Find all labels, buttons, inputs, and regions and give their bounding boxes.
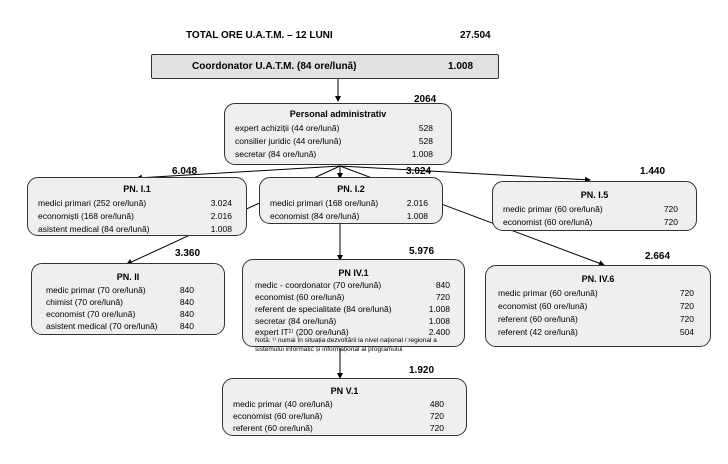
pn-i5-row-label: medic primar (60 ore/lună) (503, 204, 603, 214)
pn-ii-row-label: asistent medical (70 ore/lună) (46, 321, 158, 331)
coordinator-label: Coordonator U.A.T.M. (84 ore/lună) (192, 61, 357, 72)
pn-iv6-row-value: 504 (679, 327, 694, 337)
pn-iv6-row-value: 720 (679, 288, 694, 298)
pn-iv1-total: 5.976 (409, 246, 435, 257)
pn-ii-row-value: 840 (179, 309, 194, 319)
pn-iv6-row-label: economist (60 ore/lună) (498, 301, 588, 311)
pn-iv1-row-label: secretar (84 ore/lună) (255, 316, 337, 326)
admin-row-label: secretar (84 ore/lună) (235, 149, 317, 159)
pn-v1-row-label: medic primar (40 ore/lună) (233, 399, 333, 409)
pn-iv6-total: 2.664 (645, 251, 671, 262)
pn-i5-title: PN. I.5 (580, 190, 609, 200)
arrow-admin-to-pn-i1 (136, 165, 341, 181)
admin-row-value: 528 (418, 123, 433, 133)
pn-iv6-row-label: referent (42 ore/lună) (498, 327, 578, 337)
pn-i1-total: 6.048 (172, 166, 198, 177)
pn-ii-total: 3.360 (175, 248, 201, 259)
pn-iv6-row-value: 720 (679, 314, 694, 324)
pn-i1-title: PN. I.1 (123, 184, 151, 194)
pn-i2-row-label: economist (84 ore/lună) (270, 211, 360, 221)
pn-i2-box: PN. I.2 medici primari (168 ore/lună) 2.… (259, 177, 443, 224)
pn-ii-row-value: 840 (179, 321, 194, 331)
pn-v1-row-value: 720 (429, 411, 444, 421)
pn-i5-row-label: economist (60 ore/lună) (503, 217, 593, 227)
pn-iv1-row-label: expert IT¹⁾ (200 ore/lună) (255, 327, 349, 337)
admin-title: Personal administrativ (289, 109, 387, 119)
pn-ii-title: PN. II (116, 272, 140, 282)
pn-v1-row-label: referent (60 ore/lună) (233, 423, 313, 433)
pn-i5-row-value: 720 (663, 204, 678, 214)
admin-row-value: 1.008 (411, 149, 433, 159)
admin-row-label: expert achiziții (44 ore/lună) (235, 123, 340, 133)
admin-total: 2064 (414, 94, 437, 105)
pn-iv1-note: Notă: ¹⁾ numai în situația dezvoltării l… (255, 337, 437, 353)
pn-i1-row-value: 1.008 (210, 224, 232, 234)
pn-iv1-row-value: 2.400 (428, 327, 450, 337)
pn-i1-row-label: asistent medical (84 ore/lună) (38, 224, 150, 234)
total-hours-value: 27.504 (460, 30, 491, 41)
pn-i2-row-value: 2.016 (406, 198, 428, 208)
pn-iv1-row-value: 1.008 (428, 304, 450, 314)
admin-row-label: consilier juridic (44 ore/lună) (235, 136, 342, 146)
arrow-admin-to-pn-i5 (339, 165, 591, 183)
pn-i1-box: PN. I.1 medici primari (252 ore/lună) 3.… (27, 177, 247, 236)
pn-iv1-row-label: medic - coordonator (70 ore/lună) (255, 280, 382, 290)
admin-row-value: 528 (418, 136, 433, 146)
pn-iv1-box: PN IV.1 medic - coordonator (70 ore/lună… (242, 259, 465, 353)
coordinator-value: 1.008 (448, 61, 474, 72)
pn-iv1-row-value: 720 (435, 292, 450, 302)
pn-v1-title: PN V.1 (330, 386, 359, 396)
pn-iv1-title: PN IV.1 (338, 268, 369, 278)
pn-iv6-title: PN. IV.6 (581, 274, 615, 284)
coordinator-box: Coordonator U.A.T.M. (84 ore/lună) 1.008 (151, 54, 499, 79)
pn-iv1-row-value: 1.008 (428, 316, 450, 326)
pn-iv1-row-label: economist (60 ore/lună) (255, 292, 345, 302)
pn-v1-row-value: 480 (429, 399, 444, 409)
pn-v1-row-label: economist (60 ore/lună) (233, 411, 323, 421)
pn-i2-row-value: 1.008 (406, 211, 428, 221)
pn-v1-box: PN V.1 medic primar (40 ore/lună) 480 ec… (222, 378, 467, 436)
pn-ii-row-label: economist (70 ore/lună) (46, 309, 136, 319)
pn-ii-row-value: 840 (179, 285, 194, 295)
pn-iv6-row-value: 720 (679, 301, 694, 311)
pn-iv1-row-value: 840 (435, 280, 450, 290)
pn-ii-box: PN. II medic primar (70 ore/lună) 840 ch… (31, 263, 225, 335)
pn-iv1-row-label: referent de specialitate (84 ore/lună) (255, 304, 392, 314)
pn-ii-row-value: 840 (179, 297, 194, 307)
pn-i2-total: 3.024 (406, 166, 432, 177)
pn-i5-total: 1.440 (640, 166, 666, 177)
pn-v1-total: 1.920 (409, 365, 435, 376)
pn-i1-row-value: 2.016 (210, 211, 232, 221)
pn-i2-row-label: medici primari (168 ore/lună) (270, 198, 379, 208)
pn-i5-row-value: 720 (663, 217, 678, 227)
pn-i1-row-label: economiști (168 ore/lună) (38, 211, 134, 221)
pn-iv6-box: PN. IV.6 medic primar (60 ore/lună) 720 … (485, 265, 711, 347)
total-hours-label: TOTAL ORE U.A.T.M. – 12 LUNI (186, 30, 333, 41)
pn-i1-row-label: medici primari (252 ore/lună) (38, 198, 147, 208)
pn-i1-row-value: 3.024 (210, 198, 232, 208)
pn-i5-box: PN. I.5 medic primar (60 ore/lună) 720 e… (492, 181, 697, 231)
pn-v1-row-value: 720 (429, 423, 444, 433)
pn-iv6-row-label: referent (60 ore/lună) (498, 314, 578, 324)
pn-ii-row-label: chimist (70 ore/lună) (46, 297, 124, 307)
admin-box: Personal administrativ expert achiziții … (224, 103, 452, 165)
pn-i2-title: PN. I.2 (337, 184, 365, 194)
pn-ii-row-label: medic primar (70 ore/lună) (46, 285, 146, 295)
pn-iv6-row-label: medic primar (60 ore/lună) (498, 288, 598, 298)
